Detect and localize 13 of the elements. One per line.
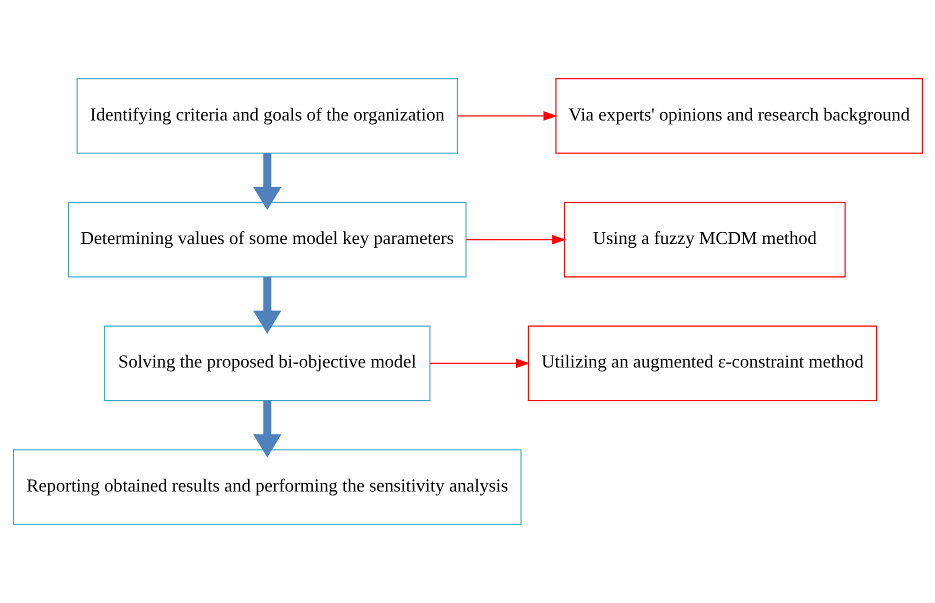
node-box: Via experts' opinions and research background	[554, 78, 922, 154]
node-box: Determining values of some model key parameters	[67, 202, 466, 278]
node-box: Identifying criteria and goals of the organization	[76, 78, 458, 154]
node-box: Utilizing an augmented ε-constraint method	[527, 326, 877, 402]
arrow	[252, 276, 281, 334]
node-box: Reporting obtained results and performing the sensitivity analysis	[12, 449, 522, 525]
arrow	[457, 111, 557, 121]
arrow	[466, 234, 566, 244]
arrow	[252, 153, 281, 210]
arrow	[430, 358, 530, 368]
node-box: Solving the proposed bi-objective model	[104, 326, 430, 402]
arrow	[252, 400, 281, 458]
node-box: Using a fuzzy MCDM method	[563, 202, 846, 278]
